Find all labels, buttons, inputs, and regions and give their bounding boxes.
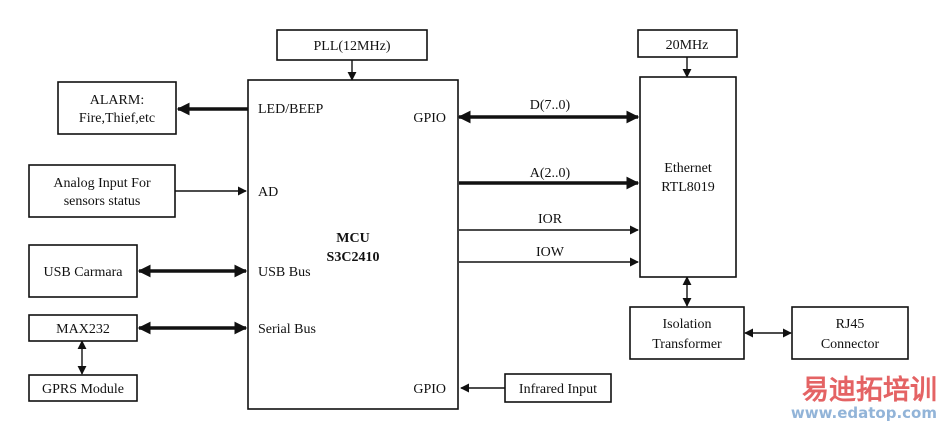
oscillator-block: 20MHz [637, 29, 738, 58]
watermark-brand: 易迪拓培训 [802, 375, 937, 406]
gprs-label: GPRS Module [42, 382, 124, 397]
pll-label: PLL(12MHz) [314, 39, 391, 54]
port-usb-bus: USB Bus [258, 265, 311, 280]
isolation-label-line1: Isolation [663, 317, 712, 332]
alarm-block: ALARM: Fire,Thief,etc [57, 81, 177, 135]
alarm-label-line2: Fire,Thief,etc [79, 111, 155, 126]
address-bus-label: A(2..0) [530, 166, 571, 181]
mcu-label-line1: MCU [336, 231, 369, 246]
rj45-label-line2: Connector [821, 337, 880, 352]
connectors [77, 57, 792, 393]
max232-block: MAX232 [28, 314, 138, 342]
ior-label: IOR [538, 212, 563, 227]
iow-label: IOW [536, 245, 565, 260]
gprs-module-block: GPRS Module [28, 374, 138, 402]
usb-camera-label: USB Carmara [44, 265, 124, 280]
infrared-label: Infrared Input [519, 382, 597, 397]
analog-label-line1: Analog Input For [53, 176, 151, 191]
port-ad: AD [258, 185, 278, 200]
rj45-label-line1: RJ45 [836, 317, 865, 332]
ethernet-block: Ethernet RTL8019 [639, 76, 737, 278]
isolation-label-line2: Transformer [652, 337, 722, 352]
watermark-url: www.edatop.com [791, 404, 937, 422]
mcu-block: MCU S3C2410 LED/BEEP AD USB Bus Serial B… [247, 79, 459, 410]
analog-input-block: Analog Input For sensors status [28, 164, 176, 218]
port-serial-bus: Serial Bus [258, 322, 316, 337]
port-led-beep: LED/BEEP [258, 102, 324, 117]
infrared-input-block: Infrared Input [504, 373, 612, 403]
usb-camera-block: USB Carmara [28, 244, 138, 298]
rj45-connector-block: RJ45 Connector [791, 306, 909, 360]
watermark: 易迪拓培训 www.edatop.com [791, 375, 937, 422]
pll-block: PLL(12MHz) [276, 29, 428, 61]
max232-label: MAX232 [56, 322, 110, 337]
mcu-label-line2: S3C2410 [327, 250, 380, 265]
oscillator-label: 20MHz [666, 38, 709, 53]
data-bus-label: D(7..0) [530, 98, 571, 113]
analog-label-line2: sensors status [64, 194, 141, 209]
ethernet-label-line1: Ethernet [664, 161, 712, 176]
port-gpio-bottom: GPIO [413, 382, 446, 397]
port-gpio-top: GPIO [413, 111, 446, 126]
alarm-label-line1: ALARM: [90, 93, 144, 108]
isolation-transformer-block: Isolation Transformer [629, 306, 745, 360]
ethernet-label-line2: RTL8019 [661, 180, 715, 195]
